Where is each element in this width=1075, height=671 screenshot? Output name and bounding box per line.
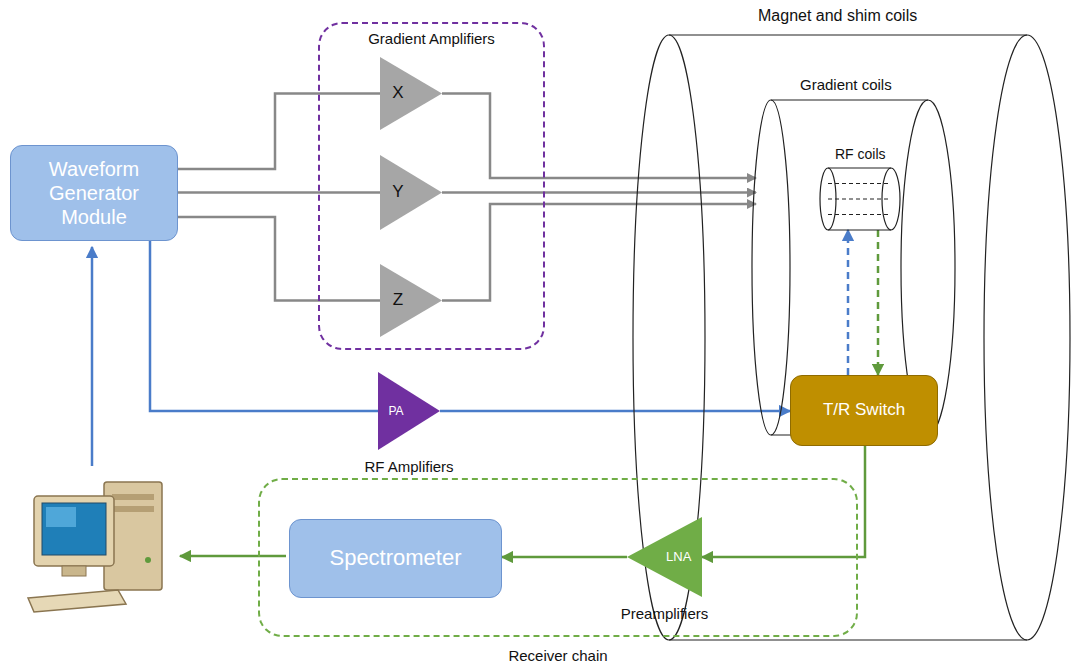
amplifier-triangle-outline <box>380 155 442 230</box>
signal-connector <box>178 94 380 170</box>
label-holder: Receiver chain <box>508 647 607 665</box>
signal-connector <box>877 230 880 375</box>
label-holder: Gradient Amplifiers <box>368 30 495 48</box>
rf-amplifier-triangle-outline <box>378 372 440 450</box>
label-holder: Gradient coils <box>800 76 892 94</box>
node-label: Spectrometer <box>329 545 461 571</box>
preamplifier-triangle: LNAPreamplifiers <box>627 517 702 597</box>
node-label: X <box>380 83 416 103</box>
label-holder: Waveform Generator Module <box>21 157 167 229</box>
label-holder: LNA <box>656 549 703 565</box>
switch-box: T/R Switch <box>790 375 938 446</box>
label-holder: PA <box>378 404 414 418</box>
node-label: Waveform Generator Module <box>21 157 167 229</box>
node-label: PA <box>378 404 414 418</box>
rf-coil-cylinder: RF coils <box>820 168 900 230</box>
node-label: T/R Switch <box>823 400 905 420</box>
signal-connector <box>178 191 380 194</box>
node-caption: Gradient coils <box>800 76 892 94</box>
signal-connector <box>502 556 627 559</box>
label-holder: Y <box>380 182 416 202</box>
label-holder: Magnet and shim coils <box>758 6 917 25</box>
amplifier-group: Gradient AmplifiersX Y Z <box>318 22 545 350</box>
spectrometer-box: Spectrometer <box>289 519 502 598</box>
node-label: Z <box>380 290 416 310</box>
caption-holder: Preamplifiers <box>621 605 709 623</box>
signal-connector <box>440 410 790 413</box>
signal-connector <box>150 241 378 411</box>
computer-icon <box>28 482 162 612</box>
node-caption: Receiver chain <box>508 647 607 665</box>
signal-connector <box>702 446 865 557</box>
label-holder: RF coils <box>835 146 886 163</box>
rf-amplifier-triangle: PARF Amplifiers <box>378 372 440 450</box>
amplifier-triangle-outline <box>380 57 442 130</box>
signal-connector <box>442 204 756 301</box>
node-label: Gradient Amplifiers <box>368 30 495 48</box>
node-label: Y <box>380 182 416 202</box>
signal-connector <box>442 191 756 194</box>
signal-connector <box>847 230 850 375</box>
node-label: LNA <box>656 549 703 565</box>
node-caption: RF coils <box>835 146 886 163</box>
label-holder: X <box>380 83 416 103</box>
node-caption: RF Amplifiers <box>364 458 453 476</box>
receiver-group: Receiver chainSpectrometerLNAPreamplifie… <box>258 478 858 637</box>
node-caption: Preamplifiers <box>621 605 709 623</box>
signal-connector <box>178 217 380 301</box>
node-caption: Magnet and shim coils <box>758 6 917 25</box>
label-holder: T/R Switch <box>823 400 905 420</box>
amplifier-triangle-outline <box>380 264 442 337</box>
amplifier-triangle: Z <box>380 264 442 337</box>
amplifier-triangle: X <box>380 57 442 130</box>
label-holder: Spectrometer <box>329 545 461 571</box>
caption-holder: RF Amplifiers <box>364 458 453 476</box>
module-box: Waveform Generator Module <box>10 145 178 241</box>
control-arrow <box>91 247 94 466</box>
data-arrow <box>180 555 286 558</box>
label-holder: Z <box>380 290 416 310</box>
amplifier-triangle: Y <box>380 155 442 230</box>
signal-connector <box>442 94 756 179</box>
rf-coil-cylinder-outline <box>820 168 900 230</box>
